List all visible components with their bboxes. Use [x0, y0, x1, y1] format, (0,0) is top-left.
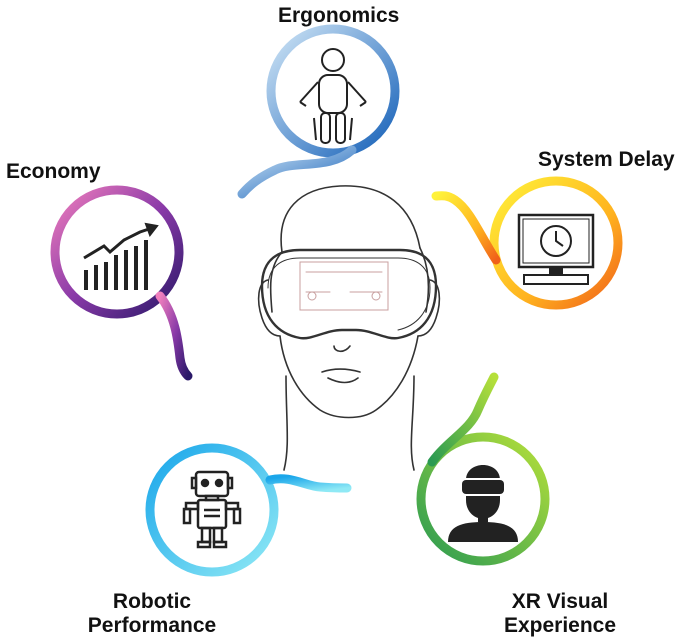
- system-delay-ring: [489, 176, 623, 310]
- robotic-performance-label-line2: Performance: [87, 614, 217, 637]
- face-with-vr-headset-icon: [257, 185, 441, 471]
- xr-visual-experience-ring: [416, 432, 550, 566]
- ergonomics-ring: [266, 24, 400, 158]
- economy-node: [50, 185, 193, 381]
- xr-visual-experience-label: XR Visual Experience: [485, 590, 635, 638]
- xr-visual-experience-tail: [427, 372, 499, 467]
- xr-visual-experience-label-line2: Experience: [503, 614, 617, 637]
- economy-label: Economy: [6, 160, 101, 183]
- computer-clock-icon: [517, 213, 595, 285]
- robot-icon: [182, 470, 242, 549]
- ergonomics-label: Ergonomics: [278, 4, 400, 27]
- ergonomics-node: [237, 24, 400, 199]
- economy-ring: [50, 185, 184, 319]
- system-delay-tail: [431, 191, 501, 265]
- robotic-performance-label: Robotic Performance: [82, 590, 222, 638]
- system-delay-label: System Delay: [538, 148, 675, 171]
- system-delay-node: [431, 176, 623, 310]
- human-body-icon: [299, 48, 367, 144]
- growth-chart-icon: [83, 222, 159, 290]
- robotic-performance-label-line1: Robotic: [112, 590, 192, 613]
- vr-headset-user-icon: [448, 465, 518, 542]
- ergonomics-tail: [237, 145, 357, 199]
- robotic-performance-node: [145, 443, 352, 577]
- xr-visual-experience-label-line1: XR Visual: [511, 590, 609, 613]
- xr-visual-experience-node: [416, 372, 550, 566]
- robotic-performance-tail: [265, 474, 352, 493]
- economy-tail: [155, 291, 193, 381]
- robotic-performance-ring: [145, 443, 279, 577]
